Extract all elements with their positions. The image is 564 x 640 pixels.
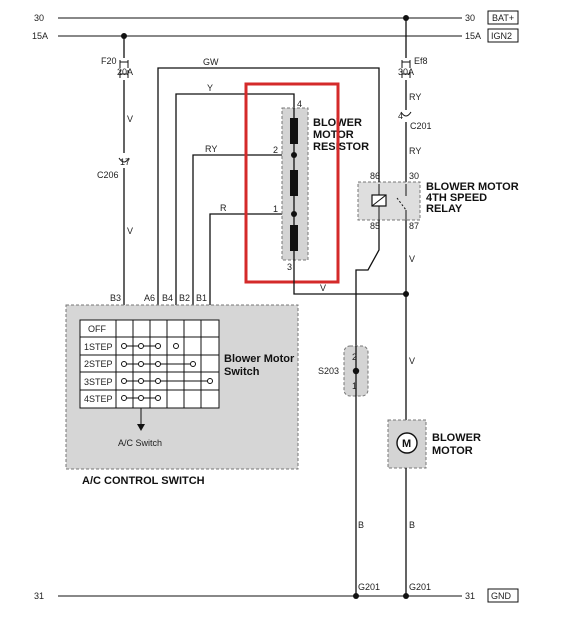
wire-v-right-1: V: [409, 254, 415, 264]
wire-v-upper-left: V: [127, 114, 133, 124]
ef8-fuse-icon: [401, 60, 411, 68]
wire-y-label: Y: [207, 83, 213, 93]
wire-gw: [157, 67, 380, 320]
pin-b1: B1: [196, 293, 207, 303]
switch-row-off: OFF: [88, 324, 106, 334]
ign-tag-box: [487, 28, 519, 43]
c201-label: C201: [410, 121, 432, 131]
resistor-pin-2: 2: [273, 145, 278, 155]
relay-pin-30: 30: [409, 171, 419, 181]
wire-ry-upper-right: RY: [409, 92, 421, 102]
s203-node: [352, 367, 360, 375]
bat-tag: BAT+: [492, 13, 514, 23]
pin-a6: A6: [144, 293, 155, 303]
c206-connector-icon: [118, 157, 130, 163]
s203-pin-1: 1: [352, 381, 357, 391]
bat-rail-right-label: 30: [465, 13, 475, 23]
ef8-name: Ef8: [414, 56, 428, 66]
ef8-rating: 30A: [398, 67, 414, 77]
wire-r-label: R: [220, 203, 227, 213]
wire-y: [175, 93, 295, 320]
c206-label: C206: [97, 170, 119, 180]
wire-ry-label: RY: [205, 144, 217, 154]
switch-row-4step: 4STEP: [84, 394, 113, 404]
wire-v-right-2: V: [409, 356, 415, 366]
wire-ry: [192, 154, 294, 320]
gnd-rail-right-label: 31: [465, 591, 475, 601]
resistor-pin-3: 3: [287, 262, 292, 272]
relay-label-2: 4TH SPEED: [426, 192, 487, 204]
motor-label-1: BLOWER: [432, 432, 481, 444]
switch-row-1step: 1STEP: [84, 342, 113, 352]
switch-row-3step: 3STEP: [84, 377, 113, 387]
resistor-node-1: [291, 211, 297, 217]
motor-label-2: MOTOR: [432, 445, 473, 457]
g201-left-label: G201: [358, 582, 380, 592]
gnd-tag: GND: [491, 591, 512, 601]
resistor-pin-1: 1: [273, 204, 278, 214]
relay-label-3: RELAY: [426, 203, 463, 215]
gnd-node-left: [353, 593, 359, 599]
f20-name: F20: [101, 56, 117, 66]
arrow-down-icon: [137, 424, 145, 431]
resistor-pin-4: 4: [297, 99, 302, 109]
f20-fuse-icon: [119, 60, 129, 68]
relay-pin-87: 87: [409, 221, 419, 231]
switch-label-1: Blower Motor: [224, 353, 295, 365]
f20-rating: 20A: [117, 67, 133, 77]
relay-pin-85: 85: [370, 221, 380, 231]
g201-right-label: G201: [409, 582, 431, 592]
resistor-element-icon: [290, 170, 298, 196]
wire-b-left: B: [358, 520, 364, 530]
bat-rail-left-label: 30: [34, 13, 44, 23]
s203-pin-2: 2: [352, 352, 357, 362]
switch-label-2: Switch: [224, 366, 260, 378]
relay-box: [357, 181, 421, 221]
c201-connector-icon: [400, 111, 412, 117]
pin-b2: B2: [179, 293, 190, 303]
ign-rail-left-label: 15A: [32, 31, 48, 41]
wire-ry-lower-right: RY: [409, 146, 421, 156]
motor-box: [387, 419, 427, 469]
gnd-node-right: [403, 593, 409, 599]
pin-b4: B4: [162, 293, 173, 303]
switch-contacts: [121, 343, 213, 401]
relay-pin-86: 86: [370, 171, 380, 181]
resistor-label-3: RESISTOR: [313, 141, 369, 153]
wire-v-bus-label: V: [320, 283, 326, 293]
wire-v-bus: [293, 260, 406, 295]
highlight-frame: [244, 82, 340, 284]
ac-switch-label: A/C Switch: [118, 438, 162, 448]
switch-row-2step: 2STEP: [84, 359, 113, 369]
resistor-label-2: MOTOR: [313, 129, 354, 141]
pin-b3: B3: [110, 293, 121, 303]
relay-label-1: BLOWER MOTOR: [426, 181, 519, 193]
resistor-element-icon: [290, 118, 298, 144]
ign-rail-right-label: 15A: [465, 31, 481, 41]
bat-tag-box: [487, 10, 519, 25]
gnd-tag-box: [487, 588, 519, 603]
c201-pin: 4: [398, 111, 403, 121]
motor-icon: [396, 432, 418, 454]
wire-b-right: B: [409, 520, 415, 530]
resistor-node-2: [291, 152, 297, 158]
gnd-rail-left-label: 31: [34, 591, 44, 601]
wire-relay-85: [355, 220, 380, 346]
wire-gw-label: GW: [203, 57, 219, 67]
resistor-element-icon: [290, 225, 298, 251]
c206-pin: 17: [120, 157, 130, 167]
ac-panel-title: A/C CONTROL SWITCH: [82, 475, 205, 487]
wire-r: [209, 213, 294, 320]
motor-symbol: M: [402, 438, 411, 450]
s203-label: S203: [318, 366, 339, 376]
ign-tag: IGN2: [491, 31, 512, 41]
wire-v-lower-left: V: [127, 226, 133, 236]
